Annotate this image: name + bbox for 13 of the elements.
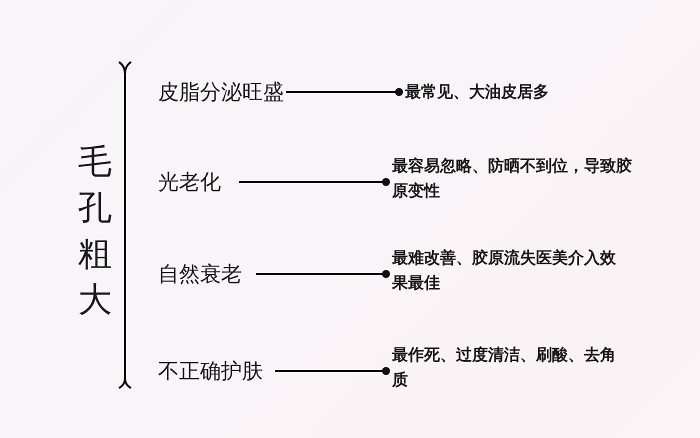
description-text: 最常见、大油皮居多 (405, 80, 645, 105)
cause-label: 自然衰老 (158, 260, 242, 288)
connector-line (286, 88, 403, 96)
cause-label: 光老化 (158, 168, 221, 196)
cause-label: 不正确护肤 (158, 357, 263, 385)
connector-line (239, 178, 390, 186)
connector-line (275, 367, 390, 375)
cause-label: 皮脂分泌旺盛 (158, 78, 284, 106)
vertical-title: 毛孔粗大 (78, 141, 112, 322)
description-text: 最容易忽略、防晒不到位，导致胶原变性 (392, 154, 632, 204)
description-text: 最难改善、胶原流失医美介入效果最佳 (392, 246, 622, 296)
description-text: 最作死、过度清洁、刷酸、去角质 (392, 343, 622, 393)
connector-line (256, 270, 390, 278)
